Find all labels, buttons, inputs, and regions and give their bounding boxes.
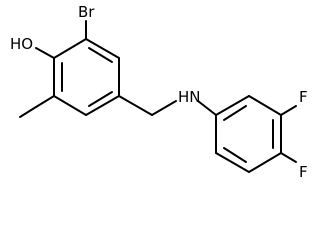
bond-c-f-para	[280, 152, 297, 163]
bond-ring1-c4-c5	[85, 95, 120, 116]
bond-c-o-methoxy	[35, 95, 55, 108]
bond-ring1-c2-c3	[85, 38, 120, 59]
bond-c-f-meta	[280, 105, 297, 116]
bond-ch2-nh	[151, 100, 177, 116]
atom-label-fluorine-meta: F	[299, 88, 308, 106]
bond-ring1-c5-c6	[53, 95, 87, 116]
atom-label-fluorine-para: F	[299, 163, 308, 181]
bond-ring-ch2	[118, 95, 153, 116]
left-aromatic-ring	[53, 38, 120, 116]
bond-ring2-double-3	[223, 147, 247, 163]
bond-o-methyl	[19, 106, 37, 118]
bond-ring2-c4-c5	[248, 152, 282, 173]
bond-nh-ring	[197, 100, 217, 116]
atom-label-bromine: Br	[78, 3, 95, 21]
bond-ring2-c1-c2	[215, 95, 250, 116]
bond-ring1-double-1	[88, 47, 113, 63]
right-aromatic-ring	[215, 95, 282, 173]
bond-c-oh	[35, 47, 55, 59]
bond-ring2-double-1	[223, 105, 247, 121]
bond-ring1-c1-c2	[53, 38, 87, 59]
atom-label-amine: HN	[178, 88, 201, 106]
bond-ring2-c5-c6	[215, 152, 250, 173]
bond-ring1-double-2	[88, 91, 113, 107]
atom-label-hydroxyl: HO	[10, 35, 33, 53]
bond-ring2-c2-c3	[248, 95, 282, 116]
molecular-structure-diagram: Br HO HN F F	[10, 3, 308, 181]
